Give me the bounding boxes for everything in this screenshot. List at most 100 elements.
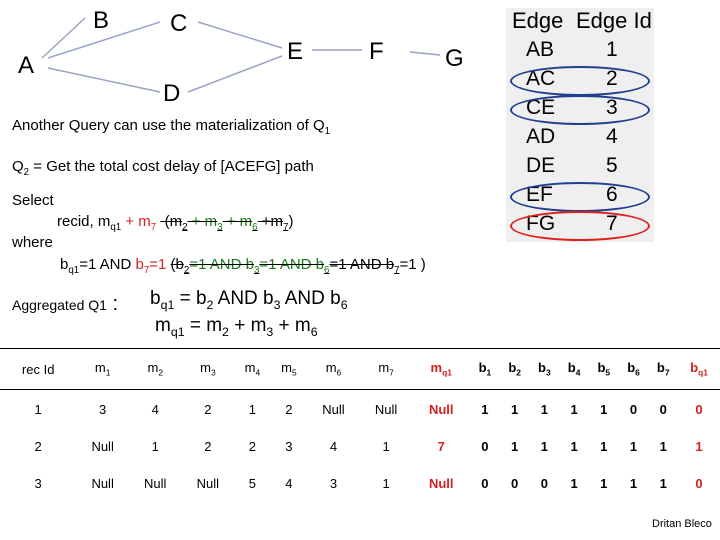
select-keyword: Select bbox=[12, 192, 54, 209]
where-clause: bq1=1 AND b7=1 (b2=1 AND b3=1 AND b6=1 A… bbox=[60, 256, 426, 276]
table-cell: 1 bbox=[659, 439, 667, 454]
edge-ac bbox=[47, 21, 161, 59]
table-cell: Null bbox=[374, 401, 398, 417]
node-g: G bbox=[445, 45, 464, 72]
node-e: E bbox=[287, 38, 303, 65]
table-cell: 0 bbox=[540, 476, 548, 491]
node-c: C bbox=[170, 10, 187, 37]
column-header: b1 bbox=[470, 348, 500, 390]
table-cell: 1 bbox=[540, 401, 548, 417]
table-cell: Null bbox=[91, 476, 114, 491]
table-cell: 1 bbox=[570, 476, 578, 491]
table-cell: 5 bbox=[248, 476, 257, 491]
node-a: A bbox=[18, 52, 34, 79]
highlight-ring-ef bbox=[510, 182, 650, 212]
table-cell: 1 bbox=[382, 476, 390, 491]
table-cell: 0 bbox=[481, 439, 489, 454]
table-cell: 4 bbox=[151, 401, 159, 417]
table-cell: 4 bbox=[285, 476, 293, 491]
table-cell: 2 bbox=[248, 439, 257, 454]
column-header: b5 bbox=[588, 348, 619, 390]
table-cell: 1 bbox=[382, 439, 390, 454]
author-credit: Dritan Bleco bbox=[652, 518, 712, 530]
column-header: b3 bbox=[529, 348, 560, 390]
table-cell: 0 bbox=[511, 476, 519, 491]
aggregated-q1-b-expression: bq1 = b2 AND b3 AND b6 bbox=[150, 288, 348, 312]
edge-fg bbox=[409, 51, 441, 56]
table-cell: 1 bbox=[151, 439, 159, 454]
table-cell: 7 bbox=[437, 439, 445, 454]
column-header: b7 bbox=[648, 348, 679, 390]
table-cell: 0 bbox=[659, 401, 667, 417]
table-cell: 1 bbox=[248, 401, 257, 417]
highlight-ring-fg bbox=[510, 211, 650, 241]
aggregated-q1-m-expression: mq1 = m2 + m3 + m6 bbox=[155, 315, 318, 339]
graph-diagram: B C A E F G D bbox=[18, 7, 464, 107]
table-cell: Null bbox=[428, 476, 454, 491]
node-f: F bbox=[369, 38, 384, 65]
where-keyword: where bbox=[12, 234, 53, 251]
node-d: D bbox=[163, 80, 180, 107]
select-columns: recid, mq1 + m7 (m2 + m3 + m6 +m7) bbox=[57, 213, 294, 233]
column-header: rec Id bbox=[0, 348, 77, 390]
table-cell: Null bbox=[196, 476, 220, 491]
table-cell: Null bbox=[322, 401, 345, 417]
table-cell: 0 bbox=[695, 476, 703, 491]
table-cell: 1 bbox=[629, 476, 638, 491]
table-cell: 3 bbox=[285, 439, 293, 454]
edge-header: Edge bbox=[512, 8, 564, 33]
table-cell: 0 bbox=[629, 401, 638, 417]
table-cell: 1 bbox=[570, 439, 578, 454]
table-cell: 1 bbox=[600, 439, 608, 454]
column-header: b2 bbox=[499, 348, 530, 390]
aggregated-q1-label: Aggregated Q1 : bbox=[12, 293, 119, 315]
edge-ce bbox=[197, 21, 283, 49]
edge-ad bbox=[47, 67, 161, 93]
column-header: m5 bbox=[270, 348, 308, 390]
table-cell: 0 bbox=[695, 401, 703, 417]
column-header: m3 bbox=[181, 348, 235, 390]
table-cell: 3 bbox=[99, 401, 107, 417]
table-cell: 1 bbox=[34, 401, 42, 417]
edge-row-id: 1 bbox=[606, 38, 618, 61]
table-cell: 1 bbox=[511, 401, 519, 417]
edge-row-id: 5 bbox=[606, 154, 618, 177]
table-cell: 1 bbox=[600, 401, 608, 417]
table-cell: 2 bbox=[204, 439, 212, 454]
highlight-ring-ac bbox=[510, 66, 650, 96]
table-cell: 3 bbox=[329, 476, 338, 491]
edge-row-edge: AD bbox=[526, 125, 556, 148]
table-cell: 3 bbox=[34, 476, 42, 491]
column-header: m4 bbox=[234, 348, 271, 390]
table-cell: 0 bbox=[481, 476, 489, 491]
table-cell: 1 bbox=[570, 401, 578, 417]
table-cell: 2 bbox=[204, 401, 212, 417]
edge-row-id: 4 bbox=[606, 125, 618, 148]
table-cell: 1 bbox=[629, 439, 638, 454]
table-cell: 1 bbox=[540, 439, 548, 454]
edge-ab bbox=[41, 17, 86, 59]
another-query-text: Another Query can use the materializatio… bbox=[12, 117, 331, 137]
table-cell: Null bbox=[428, 401, 454, 417]
column-header: m2 bbox=[128, 348, 182, 390]
table-cell: 1 bbox=[511, 439, 519, 454]
edge-row-edge: AB bbox=[526, 38, 555, 61]
table-cell: 4 bbox=[329, 439, 338, 454]
table-row: 3 Null Null Null 5 4 3 1 Null 0 0 0 1 1 1 1 0 bbox=[0, 465, 720, 502]
table-cell: 2 bbox=[34, 439, 42, 454]
table-cell: 1 bbox=[481, 401, 489, 417]
table-cell: 1 bbox=[600, 476, 608, 491]
edge-de bbox=[187, 55, 283, 93]
table-cell: Null bbox=[144, 476, 167, 491]
table-cell: 1 bbox=[659, 476, 667, 491]
node-b: B bbox=[93, 7, 109, 34]
column-header: m6 bbox=[307, 348, 360, 390]
table-cell: 1 bbox=[695, 439, 703, 454]
column-header: b6 bbox=[618, 348, 649, 390]
edge-row-edge: DE bbox=[526, 154, 556, 177]
column-header: mq1 bbox=[412, 348, 471, 390]
column-header: bq1 bbox=[678, 348, 720, 390]
